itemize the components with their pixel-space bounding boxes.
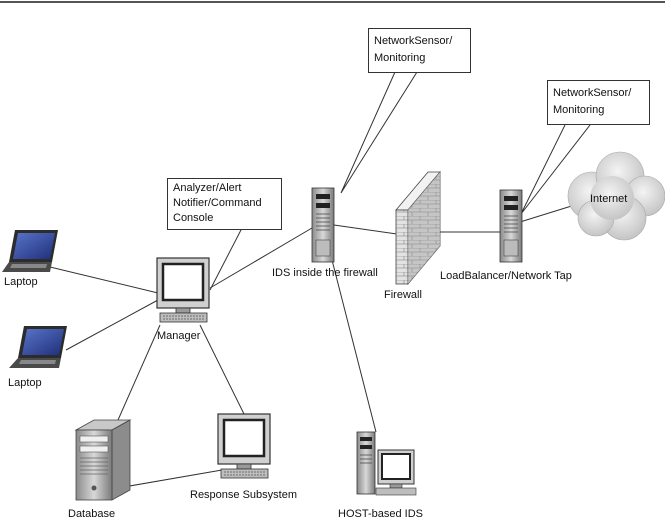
internet-cloud-icon: [567, 151, 665, 241]
link-ids-firewall: [333, 224, 405, 236]
firewall-icon: [395, 170, 441, 286]
analyzer-line-1: Analyzer/Alert: [173, 182, 242, 194]
loadbalancer-label: LoadBalancer/Network Tap: [440, 270, 572, 282]
response-subsystem-label: Response Subsystem: [190, 489, 297, 501]
sensor-2-line-1: NetworkSensor/: [553, 87, 632, 99]
database-label: Database: [68, 508, 116, 520]
sensor-1-line-2: Monitoring: [374, 52, 426, 64]
link-database-response: [117, 469, 223, 489]
link-manager-database: [117, 324, 161, 421]
link-laptop1-manager: [49, 266, 159, 294]
analyzer-line-3: Console: [173, 212, 214, 224]
laptop-1-label: Laptop: [4, 276, 38, 288]
analyzer-console-callout: Analyzer/Alert Notifier/Command Console: [167, 178, 282, 230]
host-ids-icon: [356, 431, 417, 496]
network-sensor-callout-2: NetworkSensor/ Monitoring: [547, 80, 650, 125]
link-laptop2-manager: [65, 299, 159, 351]
ids-server-icon: [311, 187, 335, 263]
link-manager-ids: [209, 227, 313, 289]
internet-label: Internet: [590, 193, 628, 205]
pointer-sensor-1: [340, 71, 418, 194]
manager-monitor-icon: [156, 257, 210, 323]
connections: [49, 71, 591, 489]
response-subsystem-monitor-icon: [217, 413, 271, 479]
laptop-2-icon: [9, 326, 67, 368]
manager-label: Manager: [157, 330, 201, 342]
link-manager-analyzer: [209, 227, 243, 291]
sensor-2-line-2: Monitoring: [553, 104, 605, 116]
network-sensor-callout-1: NetworkSensor/ Monitoring: [368, 28, 471, 73]
host-ids-label: HOST-based IDS: [338, 508, 423, 520]
laptop-1-icon: [2, 230, 58, 272]
ids-firewall-label: IDS inside the firewall: [272, 267, 378, 279]
firewall-label: Firewall: [384, 289, 422, 301]
link-ids-host: [331, 259, 377, 433]
sensor-1-line-1: NetworkSensor/: [374, 35, 453, 47]
laptop-2-label: Laptop: [8, 377, 42, 389]
link-loadbalancer-internet: [519, 203, 579, 223]
database-server-icon: [74, 419, 132, 501]
link-manager-response: [199, 324, 245, 415]
loadbalancer-server-icon: [499, 189, 523, 263]
analyzer-line-2: Notifier/Command: [173, 197, 262, 209]
